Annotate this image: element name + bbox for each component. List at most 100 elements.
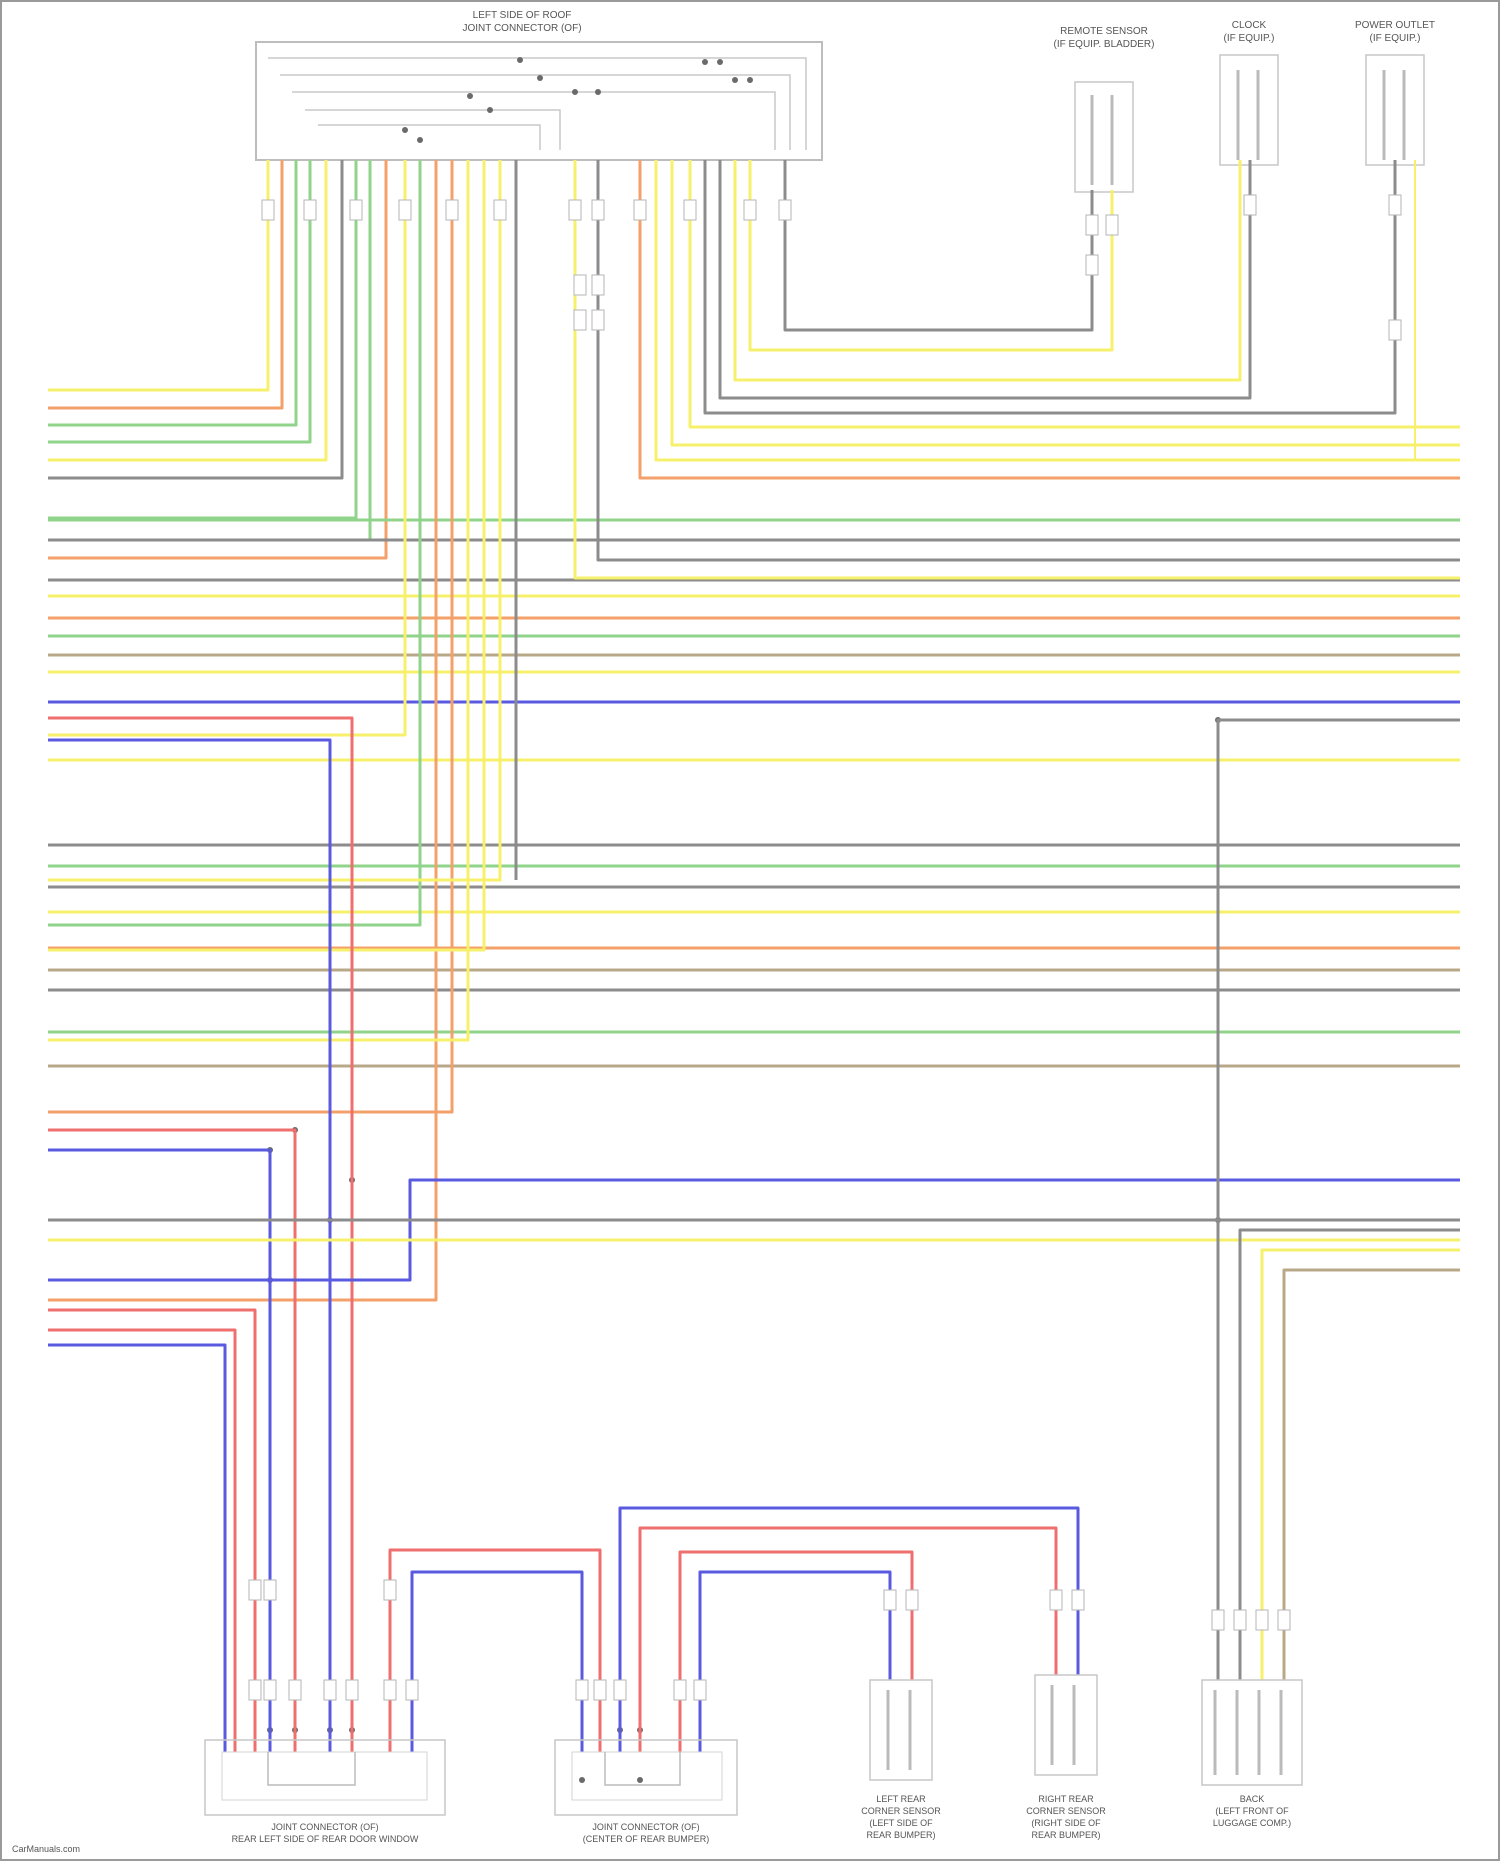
wire-red-63	[680, 1552, 912, 1752]
wire-orange-9	[48, 160, 386, 558]
junction-dot	[467, 93, 473, 99]
inline-connector-mark	[1072, 1590, 1084, 1610]
inline-connector-mark	[350, 200, 362, 220]
wire-blue-64	[700, 1572, 890, 1752]
wire-gray-39	[598, 160, 1460, 560]
inline-connector-mark	[592, 275, 604, 295]
right-rear-sensor-label-1: RIGHT REAR	[1038, 1794, 1094, 1804]
watermark: CarManuals.com	[12, 1844, 80, 1854]
wire-yellow-30	[656, 160, 1460, 460]
back-unit: BACK (LEFT FRONT OF LUGGAGE COMP.)	[1202, 1680, 1302, 1828]
top-block-title-1: LEFT SIDE OF ROOF	[473, 10, 572, 21]
inline-connector-mark	[1050, 1590, 1062, 1610]
inline-connector-mark	[249, 1580, 261, 1600]
wire-gray-34	[720, 160, 1250, 398]
wire-red-51	[48, 1130, 295, 1752]
inline-connector-mark	[1278, 1610, 1290, 1630]
inline-connector-mark	[446, 200, 458, 220]
top-block-title-2: JOINT CONNECTOR (OF)	[462, 23, 581, 34]
inline-connector-mark	[1106, 215, 1118, 235]
inline-connector-mark	[594, 1680, 606, 1700]
junction-dot	[702, 59, 708, 65]
joint-connector-2-label-1: JOINT CONNECTOR (OF)	[592, 1822, 699, 1832]
junction-dot	[717, 59, 723, 65]
inline-connector-mark	[1234, 1610, 1246, 1630]
junction-dot	[572, 89, 578, 95]
inline-connector-mark	[1212, 1610, 1224, 1630]
wire-blue-61	[620, 1508, 1078, 1752]
inline-connector-mark	[779, 200, 791, 220]
component-clock: CLOCK (IF EQUIP.)	[1220, 20, 1278, 165]
inline-connector-mark	[576, 1680, 588, 1700]
inline-connector-mark	[406, 1680, 418, 1700]
junction-dot	[487, 107, 493, 113]
junction-dot	[747, 77, 753, 83]
inline-connector-mark	[384, 1580, 396, 1600]
inline-connector-mark	[249, 1680, 261, 1700]
inline-connector-mark	[262, 200, 274, 220]
left-rear-sensor-label-1: LEFT REAR	[876, 1794, 926, 1804]
joint-connector-2-label-2: (CENTER OF REAR BUMPER)	[583, 1834, 710, 1844]
inline-connector-mark	[592, 310, 604, 330]
inline-connector-mark	[384, 1680, 396, 1700]
inline-connector-mark	[264, 1680, 276, 1700]
clock-label-2: (IF EQUIP.)	[1224, 33, 1275, 44]
wire-yellow-35	[735, 160, 1240, 380]
wire-red-59	[390, 1550, 600, 1752]
wire-gray-65	[1218, 720, 1460, 1680]
remote-sensor-label-2: (IF EQUIP. BLADDER)	[1054, 39, 1155, 50]
inline-connector-mark	[304, 200, 316, 220]
power-outlet-label-1: POWER OUTLET	[1355, 20, 1435, 31]
wire-yellow-66	[1262, 1250, 1460, 1680]
power-outlet-label-2: (IF EQUIP.)	[1370, 33, 1421, 44]
wire-green-8	[48, 160, 370, 540]
junction-dot	[517, 57, 523, 63]
component-remote-sensor: REMOTE SENSOR (IF EQUIP. BLADDER)	[1054, 26, 1155, 192]
junction-dot	[595, 89, 601, 95]
joint-connector-1-label-2: REAR LEFT SIDE OF REAR DOOR WINDOW	[232, 1834, 419, 1844]
inline-connector-mark	[569, 200, 581, 220]
wire-yellow-32	[690, 160, 1460, 427]
inline-connector-mark	[264, 1580, 276, 1600]
inline-connector-mark	[744, 200, 756, 220]
inline-connector-mark	[906, 1590, 918, 1610]
wire-yellow-40	[48, 160, 405, 735]
inline-connector-mark	[289, 1680, 301, 1700]
inline-connector-mark	[684, 200, 696, 220]
junction-dot	[402, 127, 408, 133]
inline-connector-mark	[1086, 255, 1098, 275]
wire-tan-67	[1284, 1270, 1460, 1680]
inline-connector-mark	[674, 1680, 686, 1700]
wire-blue-60	[412, 1572, 582, 1752]
inline-connector-mark	[1244, 195, 1256, 215]
inline-connector-mark	[592, 200, 604, 220]
right-rear-sensor-label-4: REAR BUMPER)	[1031, 1830, 1100, 1840]
wire-blue-50	[48, 740, 330, 1752]
back-unit-label-2: (LEFT FRONT OF	[1215, 1806, 1289, 1816]
clock-label-1: CLOCK	[1232, 20, 1267, 31]
inline-connector-mark	[574, 275, 586, 295]
left-rear-sensor-label-2: CORNER SENSOR	[861, 1806, 941, 1816]
wire-gray-33	[705, 160, 1395, 413]
wire-red-49	[48, 718, 352, 1752]
wire-orange-2	[48, 160, 282, 408]
junction-dot	[537, 75, 543, 81]
inline-connector-mark	[1389, 195, 1401, 215]
wire-red-54	[48, 1330, 235, 1752]
junction-dot	[732, 77, 738, 83]
wire-yellow-1	[48, 160, 268, 390]
right-rear-sensor-label-2: CORNER SENSOR	[1026, 1806, 1106, 1816]
wire-green-41	[48, 160, 420, 925]
left-rear-sensor-label-4: REAR BUMPER)	[866, 1830, 935, 1840]
back-unit-label-3: LUGGAGE COMP.)	[1213, 1818, 1291, 1828]
left-rear-corner-sensor: LEFT REAR CORNER SENSOR (LEFT SIDE OF RE…	[861, 1680, 941, 1840]
wire-green-3	[48, 160, 296, 425]
inline-connector-mark	[494, 200, 506, 220]
remote-sensor-label-1: REMOTE SENSOR	[1060, 26, 1148, 37]
inline-connector-mark	[346, 1680, 358, 1700]
inline-connector-mark	[1086, 215, 1098, 235]
inline-connector-mark	[1256, 1610, 1268, 1630]
junction-dot	[637, 1777, 643, 1783]
wire-gray-37	[785, 160, 1092, 330]
